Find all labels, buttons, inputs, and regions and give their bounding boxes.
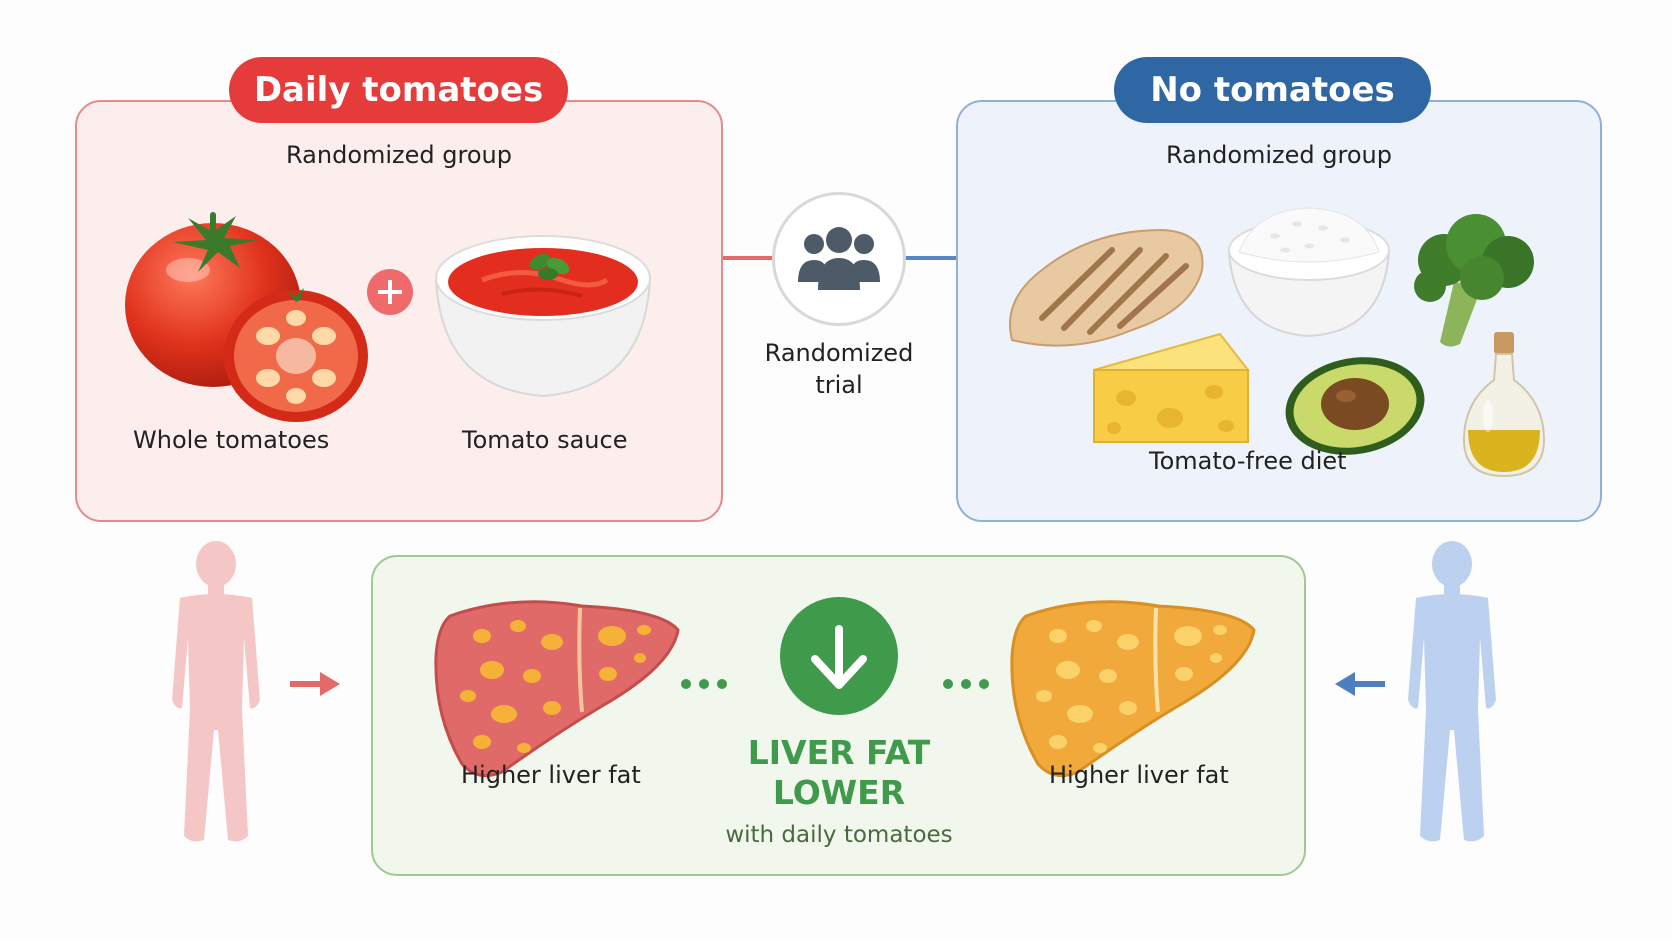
right-liver-icon [1010, 600, 1256, 778]
whole-tomatoes-label: Whole tomatoes [133, 426, 330, 454]
left-connector-line [723, 256, 772, 260]
right-connector-line [906, 256, 956, 260]
rice-bowl-icon [1227, 207, 1391, 338]
with-daily-tomatoes-caption: with daily tomatoes [725, 822, 953, 848]
down-arrow-circle [780, 597, 898, 715]
down-arrow-icon [811, 625, 867, 689]
grilled-chicken-icon [1009, 228, 1204, 347]
tomato-sauce-label: Tomato sauce [462, 426, 628, 454]
plus-icon [367, 269, 413, 315]
left-randomized-group-label: Randomized group [286, 141, 512, 169]
avocado-icon [1285, 357, 1425, 455]
liver-fat-lower-line-2: LOWER [772, 773, 906, 812]
liver-fat-lower-headline: LIVER FAT LOWER [700, 733, 978, 813]
tomato-free-diet-label: Tomato-free diet [1149, 447, 1347, 475]
left-arrow-icon [290, 672, 340, 696]
left-higher-liver-fat-label: Higher liver fat [461, 761, 641, 789]
randomized-trial-label: Randomized trial [740, 337, 938, 401]
right-dots [943, 679, 989, 689]
olive-oil-bottle-icon [1462, 332, 1546, 478]
randomized-trial-line-1: Randomized [764, 339, 914, 367]
left-dots [681, 679, 727, 689]
randomized-trial-hub [772, 192, 906, 326]
no-tomatoes-title: No tomatoes [1114, 57, 1431, 123]
right-person-silhouette-icon [1408, 541, 1496, 842]
right-arrow-icon [1335, 672, 1385, 696]
cheese-icon [1093, 332, 1251, 443]
daily-tomatoes-title: Daily tomatoes [229, 57, 568, 123]
left-liver-icon [434, 600, 680, 778]
left-person-silhouette-icon [172, 541, 260, 842]
whole-tomatoes-icon [125, 212, 368, 422]
people-group-icon [798, 227, 880, 290]
right-randomized-group-label: Randomized group [1166, 141, 1392, 169]
randomized-trial-line-2: trial [815, 371, 863, 399]
broccoli-icon [1414, 214, 1534, 347]
liver-fat-lower-line-1: LIVER FAT [747, 733, 931, 772]
right-higher-liver-fat-label: Higher liver fat [1049, 761, 1229, 789]
tomato-sauce-bowl-icon [434, 235, 652, 398]
